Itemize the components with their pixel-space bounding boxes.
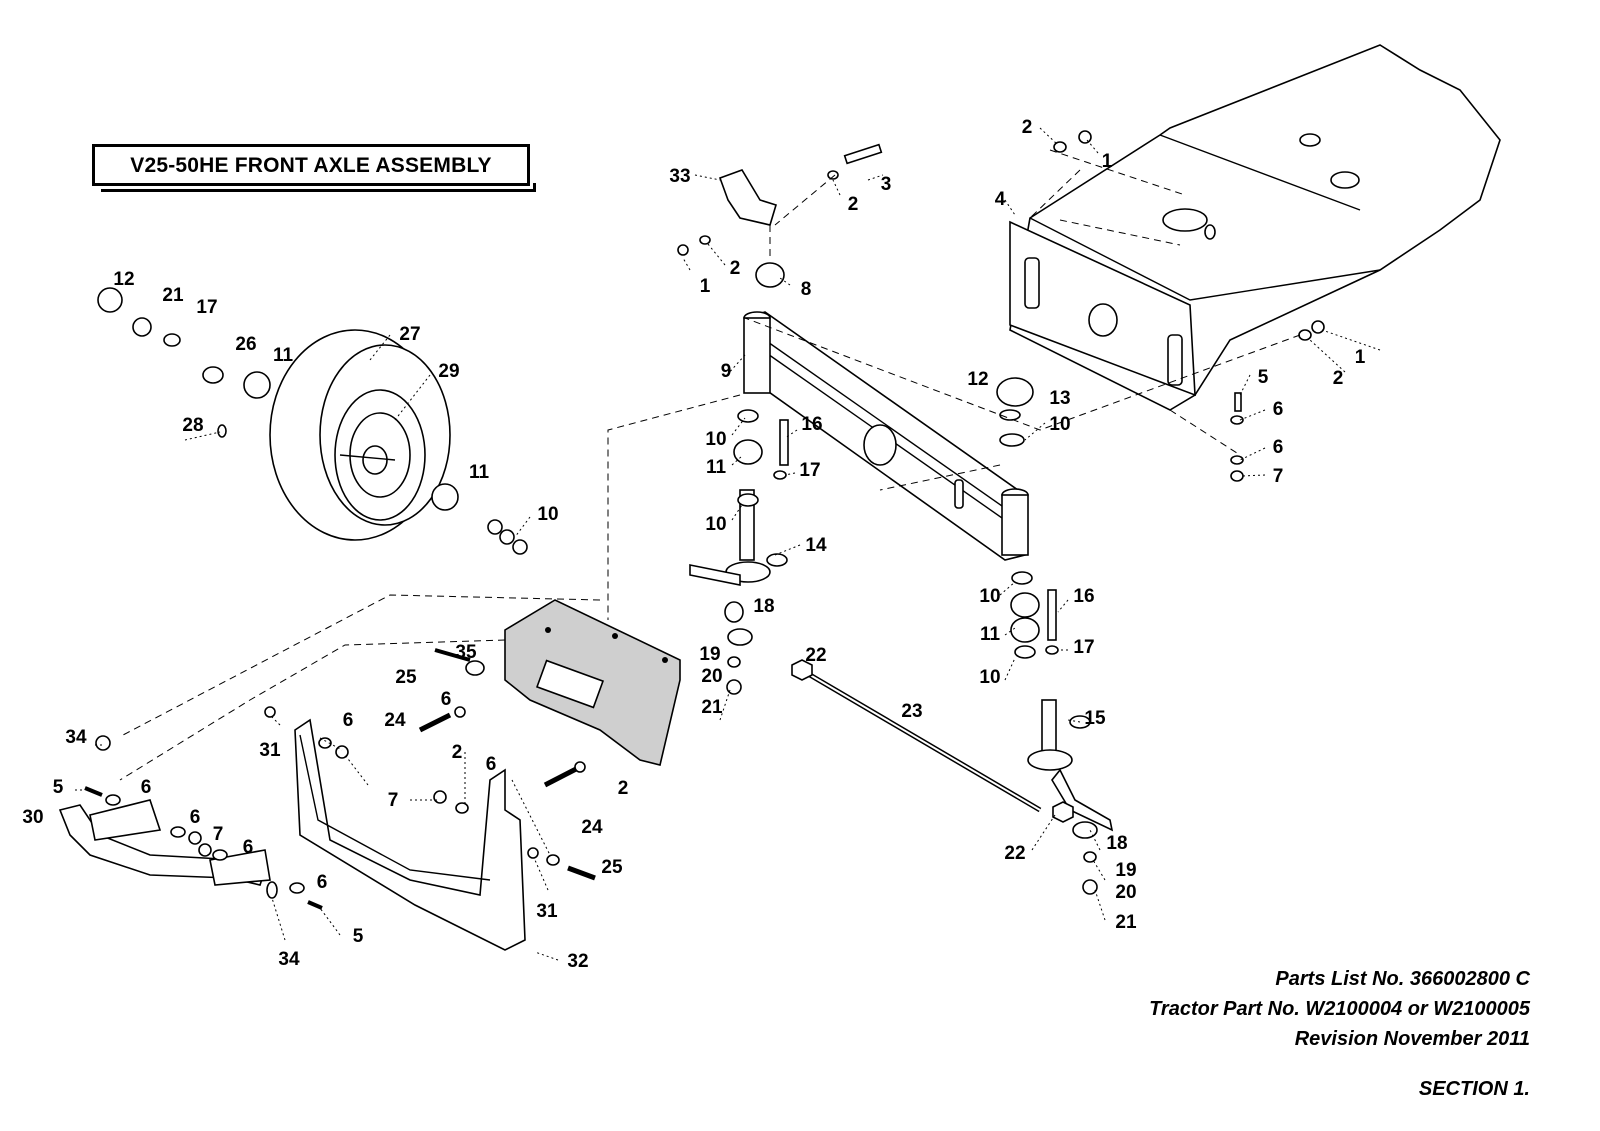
callout: 19 <box>1115 860 1136 881</box>
callout: 4 <box>995 189 1006 210</box>
parts-list-number: Parts List No. 366002800 C <box>1275 968 1530 990</box>
callout: 6 <box>141 777 152 798</box>
callout: 11 <box>273 345 294 366</box>
callout: 8 <box>801 279 812 300</box>
callout: 24 <box>384 710 406 731</box>
callout: 6 <box>1273 399 1284 420</box>
callout: 31 <box>536 901 558 922</box>
assembly-lines <box>119 149 1301 781</box>
callout: 33 <box>669 166 690 187</box>
callout: 6 <box>317 872 328 893</box>
revision-date: Revision November 2011 <box>1294 1028 1530 1050</box>
callout: 18 <box>753 596 774 617</box>
callout: 1 <box>700 276 711 297</box>
tractor-part-number: Tractor Part No. W2100004 or W2100005 <box>1149 998 1530 1020</box>
callout: 9 <box>721 361 732 382</box>
callout: 7 <box>388 790 399 811</box>
callout: 10 <box>979 667 1000 688</box>
callout: 2 <box>848 194 859 215</box>
callout: 11 <box>469 462 490 483</box>
hardware-parts <box>84 130 1325 910</box>
callout: 17 <box>799 460 820 481</box>
callout: 16 <box>801 414 822 435</box>
callout: 11 <box>980 624 1001 645</box>
callout: 15 <box>1084 708 1106 729</box>
callout: 22 <box>805 645 826 666</box>
callout: 23 <box>901 701 922 722</box>
callout: 35 <box>455 642 477 663</box>
front-bumper <box>58 799 271 886</box>
callout: 32 <box>567 951 588 972</box>
callout: 14 <box>805 535 827 556</box>
callout: 6 <box>441 689 452 710</box>
callout: 6 <box>486 754 497 775</box>
pivot-bracket <box>718 143 883 226</box>
callout: 10 <box>705 429 726 450</box>
callout: 13 <box>1049 388 1070 409</box>
callout: 20 <box>701 666 722 687</box>
callout: 12 <box>113 269 134 290</box>
callout: 26 <box>235 334 256 355</box>
callout: 30 <box>22 807 43 828</box>
callout: 22 <box>1004 843 1025 864</box>
callout: 6 <box>243 837 254 858</box>
callout: 2 <box>618 778 629 799</box>
callout: 24 <box>581 817 603 838</box>
callout: 2 <box>1333 368 1344 389</box>
callout: 34 <box>65 727 87 748</box>
callout: 28 <box>182 415 203 436</box>
callout: 18 <box>1106 833 1127 854</box>
callout: 10 <box>705 514 726 535</box>
callout: 6 <box>343 710 354 731</box>
callout: 25 <box>601 857 623 878</box>
callout: 3 <box>881 174 892 195</box>
diagram-title-box: V25-50HE FRONT AXLE ASSEMBLY <box>92 144 536 192</box>
callout: 6 <box>1273 437 1284 458</box>
callout: 7 <box>213 824 224 845</box>
callout: 6 <box>190 807 201 828</box>
tie-rod <box>791 659 1074 823</box>
callout: 21 <box>701 697 723 718</box>
callout: 21 <box>162 285 184 306</box>
diagram-title: V25-50HE FRONT AXLE ASSEMBLY <box>130 154 492 177</box>
right-spindle <box>1027 699 1114 832</box>
callout: 1 <box>1355 347 1366 368</box>
callout: 2 <box>1022 117 1033 138</box>
callout: 2 <box>730 258 741 279</box>
callout: 17 <box>196 297 217 318</box>
front-wheel-tire <box>269 329 451 541</box>
callout: 16 <box>1073 586 1094 607</box>
callout: 5 <box>53 777 64 798</box>
callout: 1 <box>1102 151 1113 172</box>
callout: 5 <box>353 926 364 947</box>
section-label: SECTION 1. <box>1418 1078 1530 1100</box>
left-spindle <box>689 489 788 586</box>
callout: 5 <box>1258 367 1269 388</box>
callout-leaders <box>75 127 1381 961</box>
callout: 10 <box>979 586 1000 607</box>
callout: 2 <box>452 742 463 763</box>
tractor-frame <box>1009 44 1501 411</box>
front-bracket <box>504 599 681 766</box>
callout-labels: 2 1 33 3 2 1 2 8 4 12 21 17 26 11 27 29 … <box>22 117 1365 972</box>
front-axle-beam <box>743 311 1029 561</box>
callout: 10 <box>1049 414 1070 435</box>
callout: 11 <box>706 457 727 478</box>
callout: 12 <box>967 369 988 390</box>
front-skirt-panel <box>294 718 526 951</box>
callout: 17 <box>1073 637 1094 658</box>
callout: 7 <box>1273 466 1284 487</box>
callout: 31 <box>259 740 281 761</box>
callout: 27 <box>399 324 420 345</box>
callout: 19 <box>699 644 720 665</box>
callout: 25 <box>395 667 417 688</box>
callout: 20 <box>1115 882 1136 903</box>
callout: 21 <box>1115 912 1137 933</box>
callout: 34 <box>278 949 300 970</box>
callout: 29 <box>438 361 459 382</box>
callout: 10 <box>537 504 558 525</box>
